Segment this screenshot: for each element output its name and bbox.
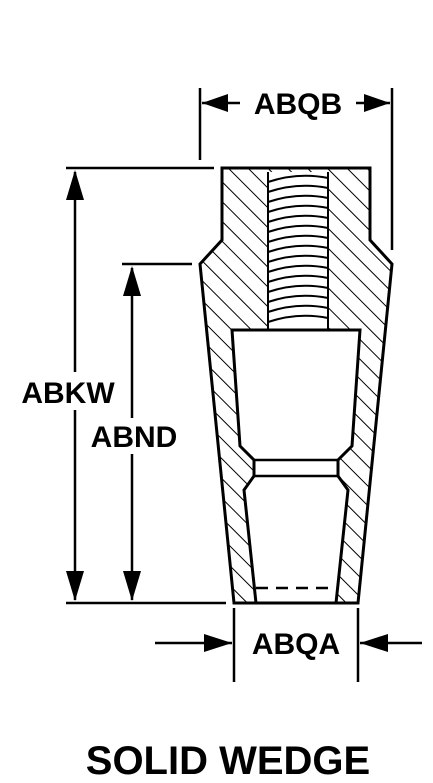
arrowhead-up	[66, 170, 84, 200]
arrowhead-right	[204, 634, 232, 652]
dimension-label-abkw: ABKW	[21, 377, 115, 410]
arrowhead-down	[123, 571, 141, 601]
arrowhead-left	[360, 634, 388, 652]
dimension-label-abqa: ABQA	[252, 628, 340, 661]
dimension-label-abnd: ABND	[91, 421, 178, 454]
dimension-abnd: ABND	[91, 262, 192, 601]
dimension-label-abqb: ABQB	[254, 88, 342, 121]
arrowhead-down	[66, 571, 84, 601]
dimension-abkw: ABKW	[21, 166, 226, 605]
arrowhead-right	[364, 94, 390, 112]
arrowhead-up	[123, 266, 141, 296]
wedge-hatched-section	[200, 168, 392, 603]
diagram-title: SOLID WEDGE	[86, 739, 370, 783]
arrowhead-left	[202, 94, 228, 112]
wedge-outer-outline	[198, 166, 394, 605]
dimension-abqb: ABQB	[198, 88, 394, 250]
threaded-bore	[267, 172, 329, 330]
wedge-body	[198, 166, 394, 605]
dimension-abqa: ABQA	[155, 608, 422, 682]
thread-lines	[267, 174, 329, 323]
